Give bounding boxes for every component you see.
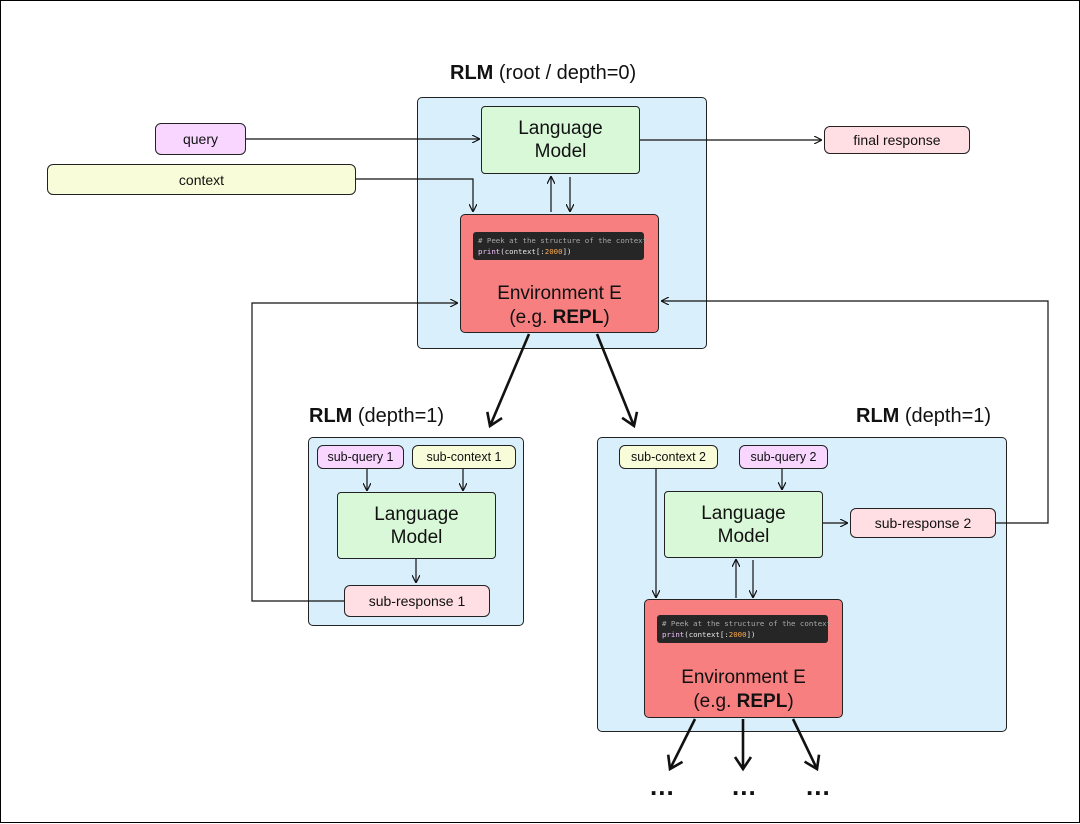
sub-response-1-return-arrow	[251, 303, 457, 602]
spawn-left-rlm-arrow	[486, 333, 531, 429]
left-sub-query: sub-query 1	[317, 445, 404, 469]
root-rlm-title: RLM (root / depth=0)	[450, 62, 637, 84]
recurse-arrow-1	[666, 718, 697, 772]
right-environment: # Peek at the structure of the context p…	[644, 599, 843, 718]
root-env-label: Environment E	[497, 283, 622, 304]
right-env-example: (e.g. REPL)	[693, 691, 794, 712]
context-input: context	[47, 164, 356, 195]
query-input: query	[155, 123, 246, 155]
root-environment: # Peek at the structure of the context p…	[460, 214, 659, 333]
recurse-arrow-3	[791, 718, 821, 772]
root-code-snippet: # Peek at the structure of the context p…	[473, 232, 647, 260]
continuation-dots-2: ...	[732, 771, 757, 801]
continuation-dots-3: ...	[806, 771, 831, 801]
sub-response-2-return-arrow	[662, 301, 1049, 524]
right-code-snippet: # Peek at the structure of the context p…	[657, 615, 831, 643]
right-sub-response: sub-response 2	[850, 508, 996, 538]
right-env-label: Environment E	[681, 667, 806, 688]
continuation-dots-1: ...	[650, 771, 675, 801]
spawn-right-rlm-arrow	[595, 333, 639, 429]
right-sub-context: sub-context 2	[619, 445, 718, 469]
final-response-output: final response	[824, 126, 970, 154]
right-sub-query: sub-query 2	[739, 445, 828, 469]
root-env-example: (e.g. REPL)	[509, 307, 610, 328]
left-sub-context: sub-context 1	[412, 445, 516, 469]
context-to-env-arrow	[356, 178, 473, 211]
right-rlm-title: RLM (depth=1)	[856, 405, 992, 427]
left-rlm-title: RLM (depth=1)	[309, 405, 445, 427]
left-sub-response: sub-response 1	[344, 585, 490, 617]
